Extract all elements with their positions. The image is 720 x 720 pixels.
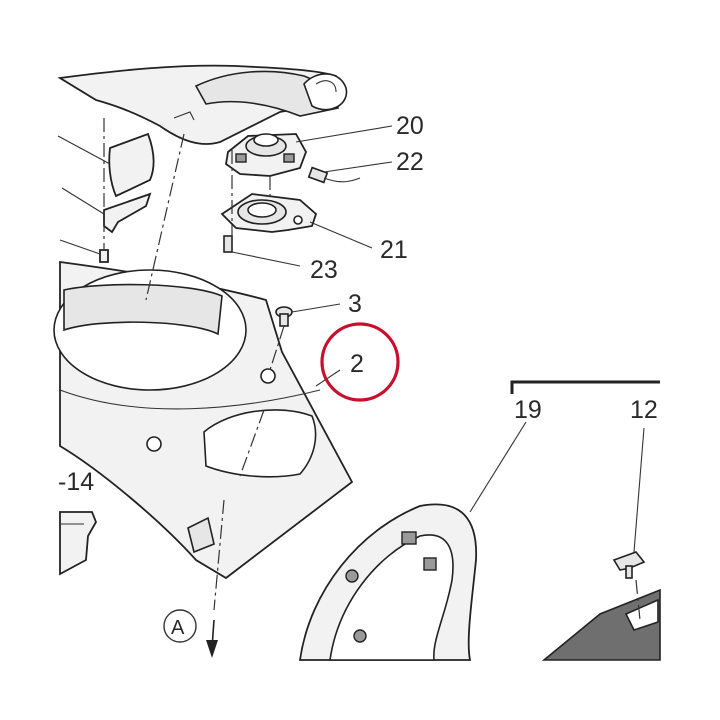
screw-23 [223, 235, 233, 253]
main-body-part-2 [53, 260, 354, 580]
callout-labels: 20 22 21 23 3 2 19 12 -14 A [58, 112, 658, 639]
callout-14: -14 [58, 468, 94, 496]
ring-part-19 [298, 503, 477, 661]
module-20 [225, 133, 307, 177]
top-cover [57, 64, 348, 145]
callout-a: A [171, 617, 185, 639]
callout-2: 2 [350, 350, 364, 378]
left-bracket [57, 132, 155, 263]
leader-lines [231, 125, 645, 553]
callout-12: 12 [630, 396, 658, 424]
callout-20: 20 [396, 112, 424, 140]
callout-21: 21 [380, 236, 408, 264]
part-14-fragment [59, 511, 97, 576]
sensor-22 [307, 166, 361, 184]
highlight-circle [320, 322, 400, 402]
callout-23: 23 [310, 256, 338, 284]
part-12-assembly [510, 380, 661, 661]
arrow-a [163, 609, 218, 658]
screw-3 [275, 306, 293, 327]
callout-22: 22 [396, 148, 424, 176]
center-lines [103, 118, 641, 621]
plate-21 [220, 193, 318, 233]
callout-3: 3 [348, 290, 362, 318]
callout-19: 19 [514, 396, 542, 424]
